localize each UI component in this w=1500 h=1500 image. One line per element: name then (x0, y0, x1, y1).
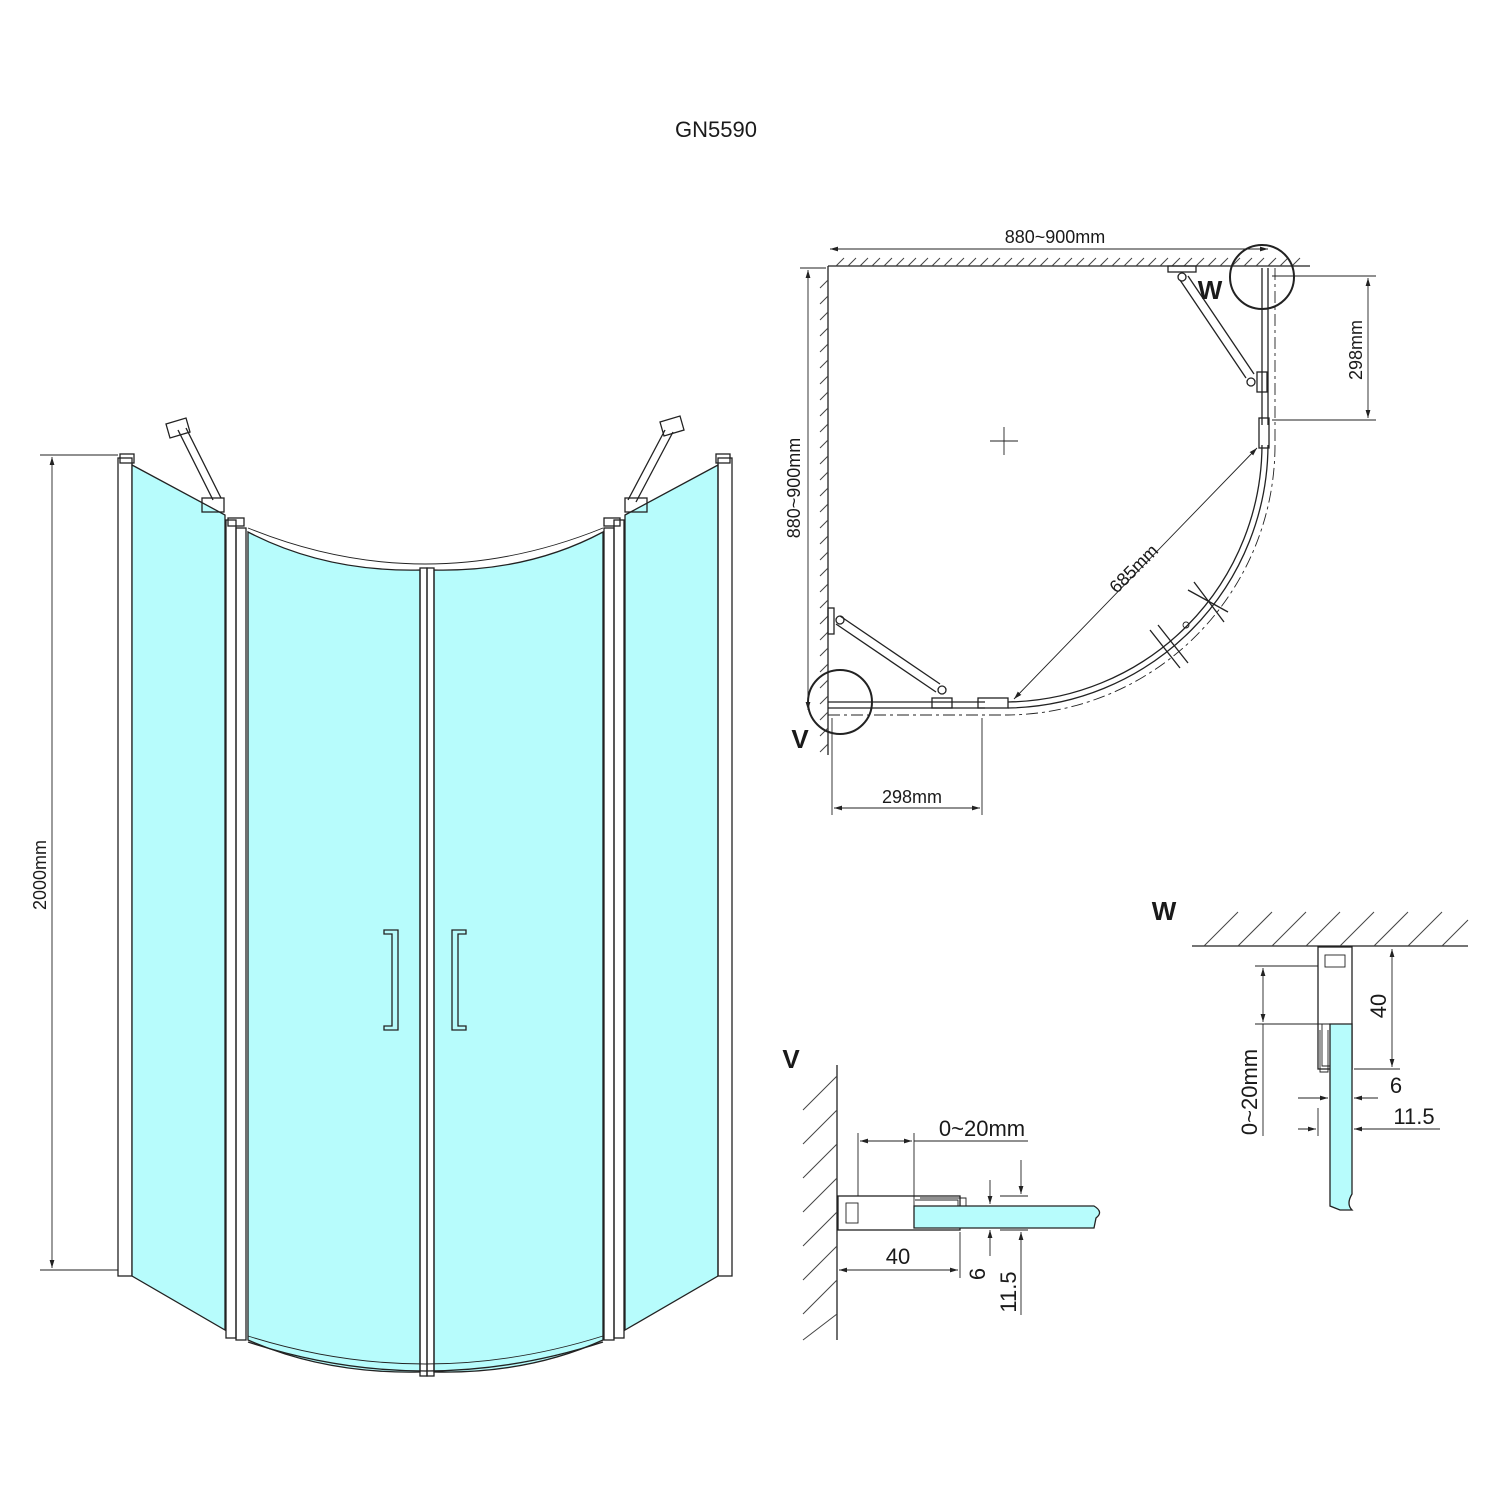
drawing-title: GN5590 (675, 117, 757, 142)
detail-w-glass-label: 6 (1390, 1073, 1402, 1098)
detail-v-glass (913, 1205, 1101, 1229)
callout-v-label: V (791, 724, 809, 754)
callout-circle-v (807, 669, 873, 735)
right-door-handle (451, 929, 467, 1031)
left-profile-cap (119, 453, 135, 464)
side-panel-top-label: 298mm (1346, 320, 1366, 380)
bottom-stabiliser-clamp (931, 697, 953, 709)
detail-w-glass (1329, 1023, 1354, 1211)
bottom-seal-inner (247, 1335, 604, 1365)
detail-v-wall-hatch (802, 1075, 838, 1341)
detail-v-adjust-label: 0~20mm (939, 1116, 1025, 1141)
detail-w-seal-label: 11.5 (1393, 1104, 1434, 1129)
detail-v-profile-slot (845, 1202, 859, 1224)
detail-v-seal-fins (920, 1197, 967, 1207)
detail-w-wall-hatch (1203, 911, 1469, 947)
left-wall-hatch (819, 279, 829, 753)
detail-v-glass-label: 6 (965, 1268, 990, 1280)
detail-w-adjust-label: 0~20mm (1237, 1049, 1262, 1135)
detail-w-profile-label: 40 (1366, 994, 1391, 1018)
top-rim (247, 527, 604, 565)
radius-label: 685mm (1105, 540, 1162, 597)
left-door-glass (247, 530, 421, 1373)
detail-v-profile-label: 40 (886, 1244, 910, 1269)
right-stabiliser-clamp (1256, 371, 1268, 393)
left-door-jamb (235, 527, 247, 1341)
left-stabiliser-bar (165, 417, 245, 527)
right-fixed-glass (624, 463, 719, 1332)
center-profile-right (426, 567, 435, 1377)
depth-label: 880~900mm (784, 438, 804, 539)
detail-w: W 0~20mm 40 6 11.5 (1152, 896, 1469, 1211)
right-door-jamb (603, 527, 615, 1341)
plan-left-stabiliser (827, 607, 947, 695)
left-door-handle (383, 929, 399, 1031)
detail-w-profile-slot (1324, 954, 1346, 968)
left-wall-profile (117, 457, 133, 1277)
front-view: 2000mm (30, 415, 733, 1377)
curved-door-centerline (1007, 444, 1276, 716)
bottom-seal-outer (247, 1341, 604, 1372)
detail-w-label: W (1152, 896, 1177, 926)
radius-dimension-line (1013, 447, 1258, 700)
left-door-frame (225, 519, 237, 1339)
detail-w-seal-fins (1319, 1030, 1329, 1073)
bottom-door-hinge (977, 697, 1009, 709)
callout-circle-w (1229, 244, 1295, 310)
right-wall-profile (717, 457, 733, 1277)
right-profile-cap (715, 453, 731, 464)
left-fixed-glass (131, 463, 226, 1332)
right-door-frame (613, 519, 625, 1339)
detail-v-label: V (782, 1044, 800, 1074)
detail-v: V 0~20mm 40 6 11.5 (782, 1044, 1101, 1341)
plan-handle-lower (1149, 624, 1189, 669)
plan-view: 880~900mm 880~900mm (784, 227, 1376, 815)
plan-top-stabiliser (1167, 265, 1256, 387)
height-label: 2000mm (30, 840, 50, 910)
right-stabiliser-bar (603, 415, 685, 527)
right-door-glass (433, 530, 604, 1373)
right-door-hinge (1258, 417, 1270, 449)
detail-v-seal-label: 11.5 (996, 1271, 1021, 1312)
side-panel-bottom-label: 298mm (882, 787, 942, 807)
top-wall-hatch (835, 257, 1301, 267)
center-profile-left (419, 567, 428, 1377)
callout-w-label: W (1198, 275, 1223, 305)
width-label: 880~900mm (1005, 227, 1106, 247)
